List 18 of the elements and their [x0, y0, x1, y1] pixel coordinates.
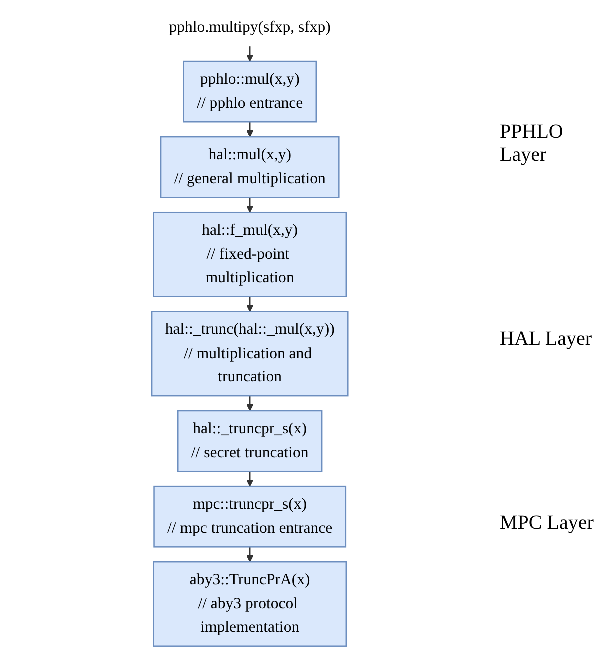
arrow [246, 46, 254, 62]
node-box: aby3::TruncPrA(x) // aby3 protocol implementation [153, 560, 347, 646]
arrow [246, 546, 254, 562]
node-box: hal::_trunc(hal::_mul(x,y)) // multiplication and truncation [151, 310, 349, 396]
arrow [246, 471, 254, 486]
node-box: hal::f_mul(x,y) // fixed-point multiplication [153, 211, 347, 297]
layer-label: PPHLO Layer [500, 120, 564, 166]
node-box: pphlo::mul(x,y) // pphlo entrance [183, 60, 317, 122]
node-box: hal::mul(x,y) // general multiplication [160, 136, 340, 198]
arrow [246, 296, 254, 312]
arrow [246, 396, 254, 411]
node-text: pphlo.multipy(sfxp, sfxp) [169, 18, 331, 36]
arrow [246, 197, 254, 212]
layer-label: HAL Layer [500, 328, 593, 350]
arrow [246, 122, 254, 137]
node-box: hal::_truncpr_s(x) // secret truncation [177, 410, 323, 472]
node-box: mpc::truncpr_s(x) // mpc truncation entrance [154, 485, 346, 548]
layer-label: MPC Layer [500, 512, 595, 534]
